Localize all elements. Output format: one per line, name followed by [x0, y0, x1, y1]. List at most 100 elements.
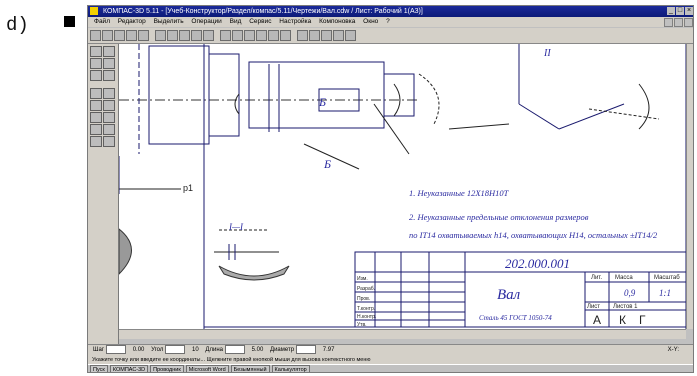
print-icon[interactable] [126, 30, 137, 41]
zoom-out-icon[interactable] [232, 30, 243, 41]
menu-window[interactable]: Окно [363, 18, 379, 25]
layers-icon[interactable] [297, 30, 308, 41]
refresh-icon[interactable] [268, 30, 279, 41]
tb-row-4: Т.контр. [357, 306, 375, 312]
symbol-tool-icon[interactable] [90, 58, 102, 69]
step-field[interactable] [106, 345, 127, 354]
section-label-i: I—I [228, 222, 244, 232]
ellipse-tool-icon[interactable] [90, 112, 102, 123]
menu-view[interactable]: Вид [229, 18, 242, 25]
task-explorer[interactable]: Проводник [150, 365, 184, 372]
fillet-tool-icon[interactable] [103, 136, 115, 147]
minimize-icon[interactable]: _ [667, 7, 675, 15]
parametric-tool-icon[interactable] [90, 70, 102, 81]
show-all-icon[interactable] [280, 30, 291, 41]
sheets-text: Листов 1 [613, 304, 638, 310]
variables-icon[interactable] [321, 30, 332, 41]
dimension-p1: p1 [183, 183, 193, 193]
task-untitled[interactable]: Безымянный [230, 365, 270, 372]
length-value: 5.00 [251, 347, 264, 354]
doc-restore-icon[interactable] [674, 18, 683, 27]
tb-row-3: Пров. [357, 296, 370, 302]
geometry-tool-icon[interactable] [90, 46, 102, 57]
measure-tool-icon[interactable] [103, 70, 115, 81]
hint-text: Укажите точку или введите ее координаты.… [92, 357, 371, 363]
shaft-view [119, 44, 440, 170]
arc-tool-icon[interactable] [103, 100, 115, 111]
drawing-svg: Б Б II p1 [119, 44, 686, 329]
doc-minimize-icon[interactable] [664, 18, 673, 27]
org-letter-3: Г [639, 313, 646, 327]
task-word[interactable]: Microsoft Word [185, 365, 229, 372]
close-icon[interactable]: × [685, 7, 693, 15]
menu-select[interactable]: Выделить [153, 18, 184, 25]
edit-tool-icon[interactable] [103, 58, 115, 69]
help-icon[interactable] [345, 30, 356, 41]
compact-toolbar [88, 44, 119, 344]
scale-header: Масштаб [654, 275, 680, 281]
paste-icon[interactable] [179, 30, 190, 41]
rectangle-tool-icon[interactable] [90, 124, 102, 135]
cursor-label: Х-Y: [667, 347, 679, 353]
material-text: Сталь 45 ГОСТ 1050-74 [479, 314, 552, 322]
window-title: КОМПАС-3D 5.11 - [Учеб-Конструктор/Разде… [102, 8, 423, 15]
properties-icon[interactable] [191, 30, 202, 41]
menu-operations[interactable]: Операции [191, 18, 222, 25]
maximize-icon[interactable]: □ [676, 7, 684, 15]
step-value: 0.00 [132, 347, 145, 354]
open-icon[interactable] [102, 30, 113, 41]
pan-icon[interactable] [256, 30, 267, 41]
lit-header: Лит. [591, 275, 602, 281]
measure-icon[interactable] [309, 30, 320, 41]
dimension-tool-icon[interactable] [103, 46, 115, 57]
doc-close-icon[interactable] [684, 18, 693, 27]
menu-file[interactable]: Файл [94, 18, 110, 25]
menu-settings[interactable]: Настройка [279, 18, 312, 25]
menu-edit[interactable]: Редактор [117, 18, 146, 25]
figure-label: d) [6, 14, 29, 36]
menu-service[interactable]: Сервис [249, 18, 272, 25]
tb-row-5: Н.контр. [357, 314, 376, 320]
org-letter-2: К [619, 313, 626, 327]
line-tool-icon[interactable] [103, 88, 115, 99]
drawing-canvas[interactable]: Б Б II p1 [119, 44, 686, 329]
step-label: Шаг [93, 347, 105, 354]
grid-icon[interactable] [333, 30, 344, 41]
polygon-tool-icon[interactable] [103, 124, 115, 135]
new-icon[interactable] [90, 30, 101, 41]
length-field[interactable] [224, 345, 245, 354]
length-label: Длина [205, 347, 223, 354]
menu-help[interactable]: ? [386, 18, 390, 25]
diameter-field[interactable] [296, 345, 317, 354]
vertical-scrollbar[interactable] [686, 44, 693, 329]
point-tool-icon[interactable] [90, 88, 102, 99]
copy-icon[interactable] [167, 30, 178, 41]
angle-field[interactable] [165, 345, 186, 354]
zoom-in-icon[interactable] [220, 30, 231, 41]
preview-icon[interactable] [138, 30, 149, 41]
cad-window: КОМПАС-3D 5.11 - [Учеб-Конструктор/Разде… [87, 5, 694, 373]
chamfer-tool-icon[interactable] [90, 136, 102, 147]
save-icon[interactable] [114, 30, 125, 41]
spline-tool-icon[interactable] [103, 112, 115, 123]
horizontal-scrollbar[interactable] [119, 329, 686, 339]
mass-header: Масса [615, 275, 633, 281]
designation-text: 202.000.001 [505, 256, 570, 271]
menu-bar: Файл Редактор Выделить Операции Вид Серв… [88, 17, 693, 27]
zoom-window-icon[interactable] [244, 30, 255, 41]
start-button[interactable]: Пуск [90, 365, 108, 372]
document-controls [664, 18, 693, 27]
menu-layout[interactable]: Компоновка [319, 18, 356, 25]
circle-tool-icon[interactable] [90, 100, 102, 111]
task-calculator[interactable]: Калькулятор [271, 365, 310, 372]
title-block [354, 251, 686, 328]
section-label-b2: Б [323, 157, 331, 171]
window-controls: _ □ × [667, 7, 693, 15]
task-kompas[interactable]: КОМПАС-3D [109, 365, 149, 372]
note-3: пo IT14 охватываемых h14, охватывающих H… [409, 230, 658, 240]
angle-label: Угол [151, 347, 164, 354]
hint-bar: Укажите точку или введите ее координаты.… [88, 356, 693, 364]
app-icon [90, 7, 98, 15]
cut-icon[interactable] [155, 30, 166, 41]
library-icon[interactable] [203, 30, 214, 41]
